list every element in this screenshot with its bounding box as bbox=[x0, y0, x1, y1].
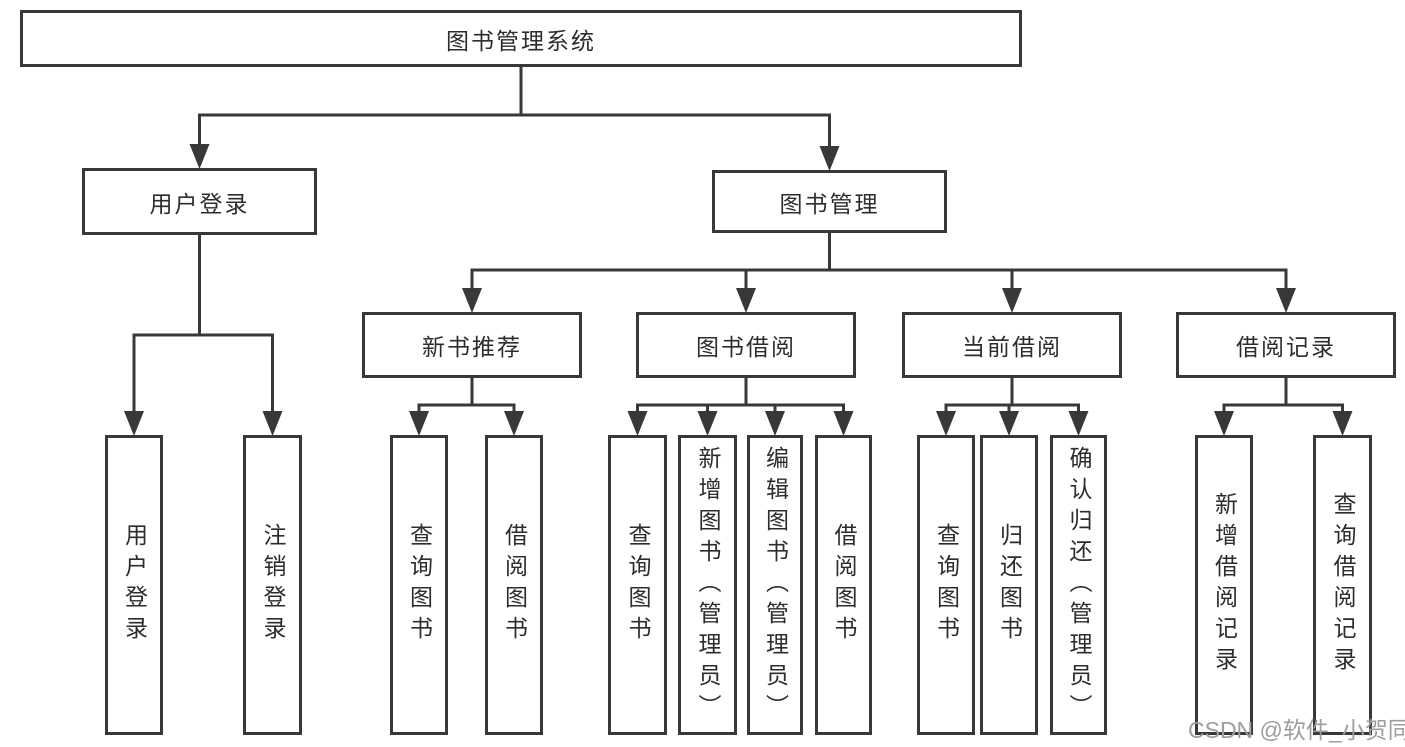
node-leaf-query-books-1: 查询图书 bbox=[390, 435, 448, 735]
node-label-leaf-confirm-return: 确认归还（管理员） bbox=[1066, 445, 1092, 725]
node-label-leaf-edit-book: 编辑图书（管理员） bbox=[762, 445, 789, 725]
node-label-leaf-logout: 注销登录 bbox=[260, 523, 286, 647]
node-leaf-add-record: 新增借阅记录 bbox=[1195, 435, 1253, 735]
node-user-login: 用户登录 bbox=[82, 168, 317, 235]
node-borrow-records: 借阅记录 bbox=[1176, 312, 1396, 378]
node-leaf-query-books-3: 查询图书 bbox=[917, 435, 975, 735]
node-label-user-login: 用户登录 bbox=[149, 190, 250, 217]
node-leaf-borrow-books-2: 借阅图书 bbox=[815, 435, 872, 735]
node-label-leaf-add-record: 新增借阅记录 bbox=[1211, 492, 1238, 678]
node-leaf-query-record: 查询借阅记录 bbox=[1313, 435, 1372, 735]
node-leaf-logout: 注销登录 bbox=[243, 435, 302, 735]
node-current-borrow: 当前借阅 bbox=[902, 312, 1122, 378]
node-label-borrow-records: 借阅记录 bbox=[1236, 334, 1336, 360]
csdn-watermark: CSDN @软件_小贺同学 bbox=[1188, 717, 1405, 743]
node-label-leaf-borrow-books-1: 借阅图书 bbox=[501, 523, 528, 647]
node-label-leaf-query-record: 查询借阅记录 bbox=[1330, 492, 1356, 678]
node-leaf-add-book: 新增图书（管理员） bbox=[678, 435, 737, 735]
node-leaf-edit-book: 编辑图书（管理员） bbox=[747, 435, 803, 735]
node-label-book-mgmt: 图书管理 bbox=[779, 190, 880, 217]
node-label-leaf-return-book: 归还图书 bbox=[996, 523, 1023, 647]
node-label-book-borrow: 图书借阅 bbox=[696, 334, 796, 360]
node-label-root: 图书管理系统 bbox=[446, 27, 596, 54]
node-label-leaf-borrow-books-2: 借阅图书 bbox=[831, 523, 857, 647]
node-label-leaf-query-books-2: 查询图书 bbox=[625, 523, 651, 647]
node-label-current-borrow: 当前借阅 bbox=[962, 334, 1062, 360]
node-leaf-user-login: 用户登录 bbox=[105, 435, 163, 735]
node-new-books: 新书推荐 bbox=[362, 312, 582, 378]
node-leaf-borrow-books-1: 借阅图书 bbox=[485, 435, 543, 735]
node-label-leaf-query-books-3: 查询图书 bbox=[933, 523, 960, 647]
node-book-mgmt: 图书管理 bbox=[712, 170, 947, 233]
node-label-leaf-add-book: 新增图书（管理员） bbox=[695, 445, 721, 725]
node-label-leaf-query-books-1: 查询图书 bbox=[406, 523, 433, 647]
node-leaf-query-books-2: 查询图书 bbox=[608, 435, 667, 735]
node-label-leaf-user-login: 用户登录 bbox=[121, 523, 148, 647]
node-root: 图书管理系统 bbox=[20, 10, 1022, 67]
node-leaf-return-book: 归还图书 bbox=[980, 435, 1038, 735]
node-label-new-books: 新书推荐 bbox=[422, 334, 522, 360]
node-leaf-confirm-return: 确认归还（管理员） bbox=[1050, 435, 1107, 735]
node-book-borrow: 图书借阅 bbox=[636, 312, 856, 378]
